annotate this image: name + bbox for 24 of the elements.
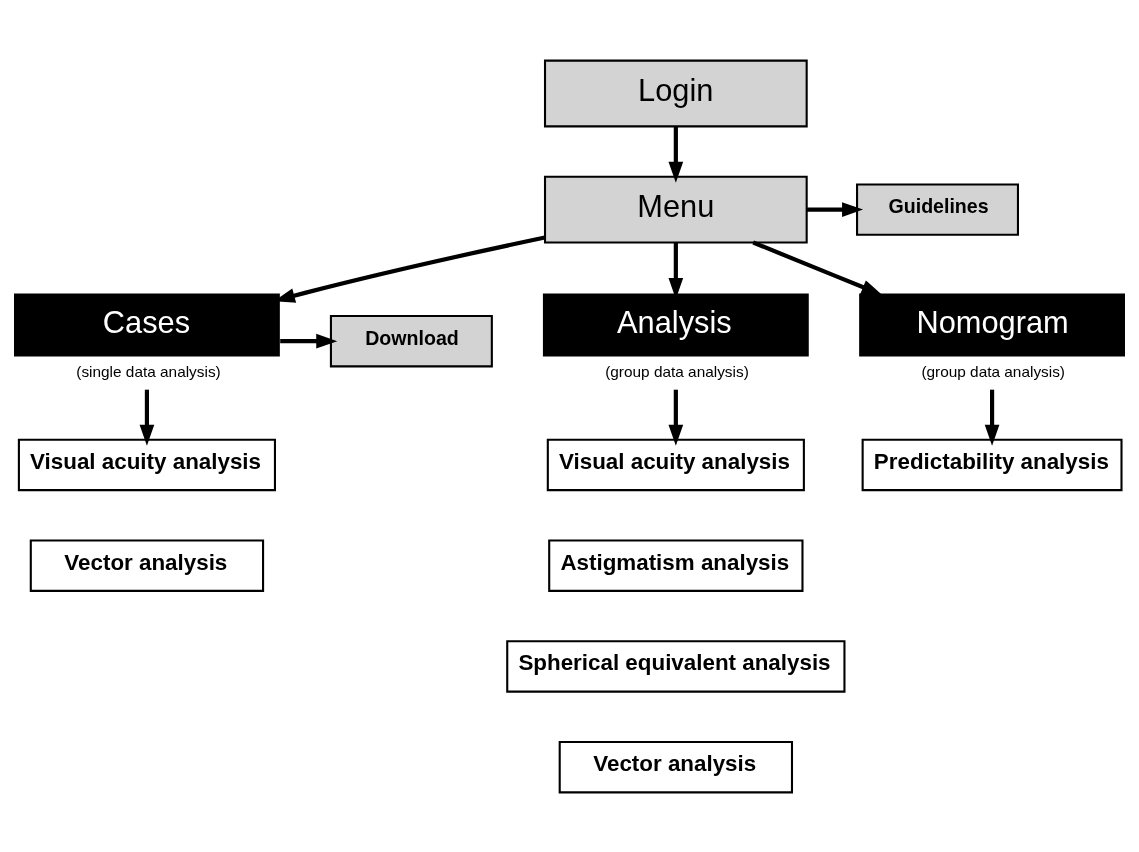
node-box: Download <box>329 314 493 367</box>
node-box: Visual acuity analysis <box>546 438 805 491</box>
node-box: Nomogram <box>859 293 1125 357</box>
node-label: (single data analysis) <box>76 362 221 380</box>
arrow <box>280 333 338 348</box>
arrow <box>752 240 883 295</box>
arrow <box>668 125 684 183</box>
node-box: Vector analysis <box>29 539 265 592</box>
arrow <box>139 389 155 446</box>
node-box: Guidelines <box>856 182 1019 236</box>
node-box: Astigmatism analysis <box>548 539 804 592</box>
node-box: Cases <box>14 293 280 357</box>
node-box: Predictability analysis <box>861 438 1123 491</box>
node-box: Vector analysis <box>558 740 794 793</box>
node-label: (group data analysis) <box>921 362 1065 380</box>
node-box: Analysis <box>542 293 809 357</box>
node-box: Login <box>543 59 808 127</box>
arrow <box>984 389 1000 446</box>
node-label: (group data analysis) <box>605 362 749 380</box>
arrow <box>806 201 864 217</box>
node-box: Visual acuity analysis <box>17 438 276 491</box>
node-box: Spherical equivalent analysis <box>506 639 846 693</box>
node-box: Menu <box>543 175 808 244</box>
arrow <box>668 389 684 446</box>
